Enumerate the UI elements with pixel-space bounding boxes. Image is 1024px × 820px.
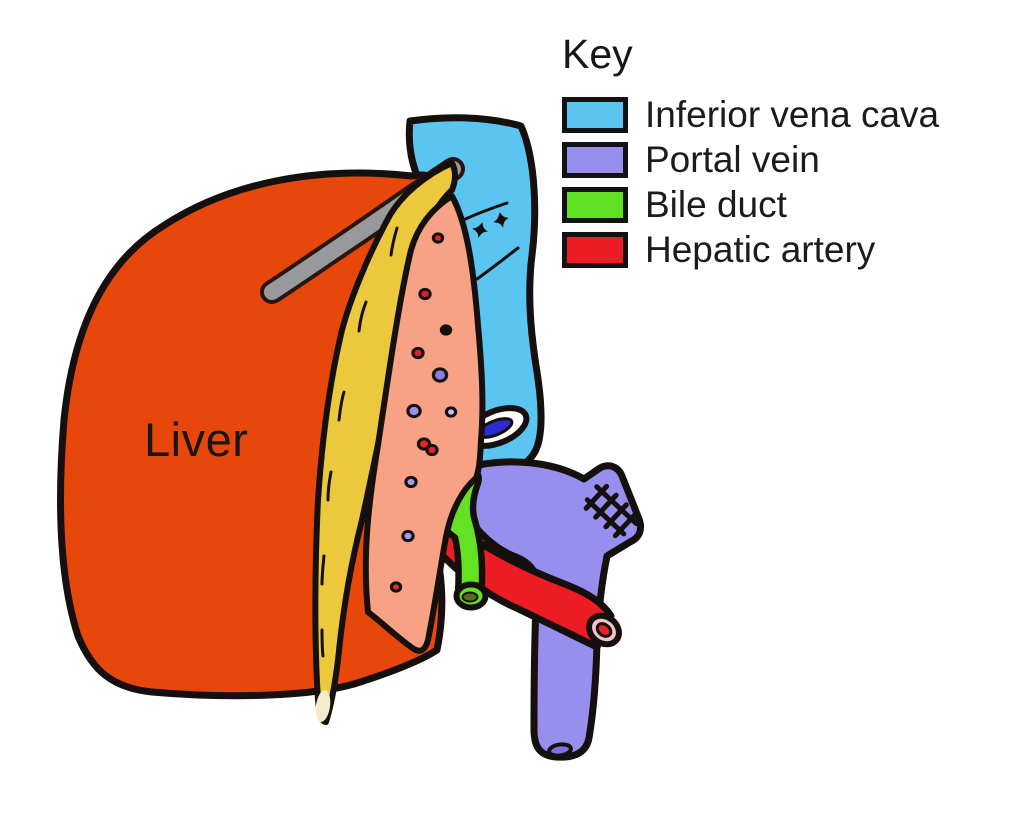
key-label-hepatic-artery: Hepatic artery — [645, 229, 876, 270]
key-swatch-hepatic-artery — [562, 232, 628, 268]
bile-duct-cut-opening-lumen — [461, 591, 479, 603]
ivc-tributary-glyphs — [472, 212, 509, 238]
portal-branch-suture-hatching — [583, 483, 639, 539]
key-swatch-bile-duct — [562, 187, 628, 223]
vessel-dot-lumen — [407, 478, 415, 486]
portal-cut-opening-lumen — [547, 742, 573, 758]
vessel-dot-lumen — [435, 370, 445, 380]
ivc-vessel-opening-marks — [459, 201, 520, 281]
key-swatch-inferior-vena-cava — [562, 97, 628, 133]
cut-surface-dots — [389, 232, 458, 593]
key-row-inferior-vena-cava: Inferior vena cava — [562, 94, 940, 135]
vessel-dot-lumen — [448, 409, 454, 415]
liver-cut-surface — [362, 193, 486, 654]
key-label-portal-vein: Portal vein — [645, 139, 820, 180]
liver-text-label: Liver — [144, 413, 249, 466]
vessel-dot-lumen — [435, 235, 441, 241]
vessel-dot-lumen — [393, 584, 399, 590]
vessel-dot-lumen — [420, 440, 428, 448]
vessel-dot-lumen — [414, 349, 422, 357]
key-label-bile-duct: Bile duct — [645, 184, 787, 225]
artery-cut-opening-lumen — [595, 622, 613, 638]
vessel-dot-lumen — [428, 446, 436, 454]
key-swatch-portal-vein — [562, 142, 628, 178]
vessel-dot-lumen — [409, 406, 419, 416]
vessel-dot-outline — [439, 324, 453, 336]
key-label-inferior-vena-cava: Inferior vena cava — [645, 94, 940, 135]
vessel-dot-lumen — [421, 290, 429, 298]
capsule-tip-highlight — [315, 690, 331, 722]
key-row-portal-vein: Portal vein — [562, 139, 939, 180]
key-title: Key — [562, 31, 633, 77]
key-row-hepatic-artery: Hepatic artery — [562, 229, 939, 270]
key-legend: Key Inferior vena cava Portal vein Bile … — [562, 30, 939, 277]
capsule-band-creases — [320, 226, 399, 658]
vessel-dot-lumen — [404, 532, 412, 540]
key-row-bile-duct: Bile duct — [562, 184, 939, 225]
